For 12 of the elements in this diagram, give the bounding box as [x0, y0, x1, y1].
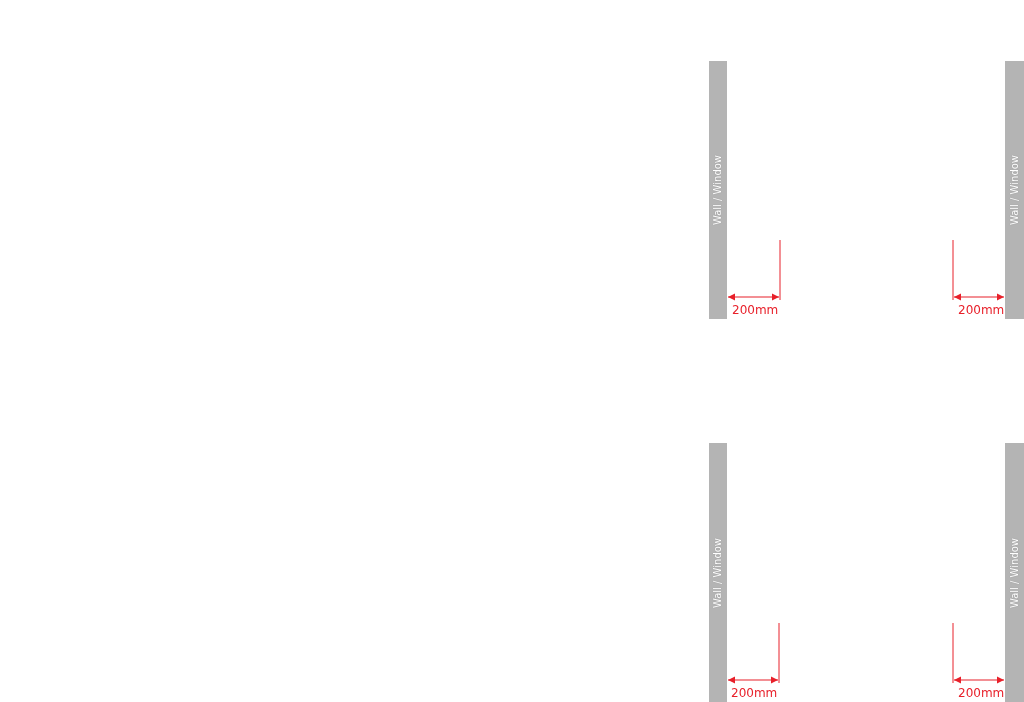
wall-label: Wall / Window	[1008, 537, 1021, 608]
wall-bar	[709, 443, 727, 702]
wall-bar	[709, 61, 727, 319]
dimension-label: 200mm	[731, 686, 778, 700]
dimension-label: 200mm	[732, 303, 779, 317]
wall-label: Wall / Window	[1008, 154, 1021, 226]
wall-bar	[1005, 443, 1024, 702]
dimension-label: 200mm	[958, 686, 1005, 700]
wall-bar	[1005, 61, 1024, 319]
dimension-label: 200mm	[958, 303, 1005, 317]
wall-label: Wall / Window	[712, 154, 724, 226]
wall-label: Wall / Window	[712, 537, 724, 608]
